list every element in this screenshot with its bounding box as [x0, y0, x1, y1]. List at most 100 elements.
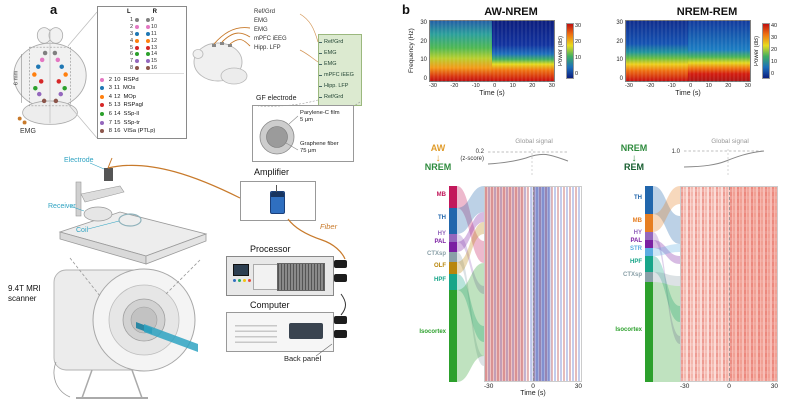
global-signal-trace [487, 149, 569, 177]
spectrogram-plot [429, 20, 555, 82]
transition-arrow-icon: ↓ [631, 152, 637, 164]
transition-line [729, 187, 730, 381]
state-to: REM [624, 161, 644, 172]
legend-map-row: 5 13 [129, 44, 158, 51]
electrode-dot [145, 38, 150, 43]
region-label: CTXsp [622, 272, 642, 278]
state-from: NREM [620, 143, 648, 153]
region-label: HY [437, 231, 446, 237]
panel-b-label: b [402, 2, 410, 17]
state-to: NREM [424, 161, 452, 172]
region-name: MOp [123, 93, 137, 100]
legend-left-header: L [126, 9, 131, 15]
region-label: MB [436, 192, 446, 198]
mouse-bed [144, 324, 198, 352]
legend-row: 5 13 RSPagl [100, 101, 184, 110]
region-name: RSPd [123, 76, 139, 83]
panel-a: a 6 mm EMG [8, 2, 362, 399]
computer-box [226, 312, 334, 352]
sankey-ribbons [457, 186, 484, 382]
region-label: MB [632, 218, 642, 224]
legend-row: 7 15 SSp-tr [100, 118, 184, 127]
state-transition: AW ↓ NREM [416, 138, 460, 186]
colorbar [762, 23, 770, 79]
region-color-dot [100, 112, 104, 117]
implant-wire-label: Hipp. LFP [254, 45, 281, 51]
implanted-brain-3d [192, 27, 251, 85]
processor-box [226, 256, 334, 296]
electrode-dot [134, 65, 139, 70]
time-axis-label: Time (s) [479, 90, 505, 97]
gf-electrode-title: GF electrode [256, 95, 297, 102]
state-transition: NREM ↓ REM [612, 138, 656, 186]
region-label: HY [633, 230, 642, 236]
legend-right-header: R [152, 9, 157, 15]
region-label: PAL [630, 238, 642, 244]
implant-wire-label: mPFC iEEG [254, 36, 287, 42]
spectrogram-plot [625, 20, 751, 82]
electrode-dot [145, 25, 150, 30]
fiber-label: Fiber [320, 222, 338, 231]
electrode-dot [145, 59, 150, 64]
global-signal-label: Global signal [515, 138, 553, 145]
legend-dot-map: 1 9 2 10 3 [100, 17, 184, 71]
region-label: HPF [434, 277, 446, 283]
cable-connector [334, 316, 347, 324]
region-label: STR [630, 246, 642, 252]
region-color-dot [100, 94, 104, 99]
emg-label: EMG [20, 128, 36, 135]
region-bar [645, 186, 653, 382]
processor-computer-cable [340, 293, 346, 316]
electrode-dot [145, 18, 150, 23]
computer-vents [235, 321, 277, 343]
processor-screen [233, 264, 249, 276]
legend-row: 3 11 MOs [100, 84, 184, 93]
amplifier-box [240, 181, 316, 221]
voxel-heatmap [484, 186, 582, 382]
region-label: TH [634, 195, 642, 201]
colorbar [566, 23, 574, 79]
transition-arrow-icon: ↓ [435, 152, 441, 164]
implant-wire-label: EMG [254, 27, 268, 33]
region-name: MOs [123, 85, 136, 92]
back-panel-label: Back panel [284, 354, 322, 363]
fiber-connector [334, 260, 347, 268]
electrode-dot [134, 38, 139, 43]
region-label: Isocortex [615, 327, 642, 333]
legend-map-row: 2 10 [129, 24, 158, 31]
region-label: Isocortex [419, 329, 446, 335]
strip-channel-label: EMG [319, 59, 361, 70]
region-label: PAL [434, 239, 446, 245]
electrode-dots [32, 50, 68, 104]
legend-map-row: 1 9 [129, 17, 155, 24]
animal-rig: Electrode Receiver Coil [48, 157, 208, 265]
electrode-dot [134, 25, 139, 30]
rig-receiver-label: Receiver [48, 203, 76, 210]
region-name: VISa (PTLp) [123, 128, 156, 135]
panel-a-label: a [50, 2, 58, 17]
strip-channel-label: mPFC iEEG [319, 70, 361, 81]
computer-slot [289, 323, 323, 339]
region-name: SSp-ll [123, 111, 139, 118]
electrode-dot [134, 59, 139, 64]
strip-channel-label: Hipp. LFP [319, 81, 361, 92]
region-bar [449, 186, 457, 382]
electrode-dot [134, 31, 139, 36]
graphene-fiber-crosssection [259, 115, 299, 155]
region-color-dot [100, 129, 104, 134]
strip-channel-label: EMG [319, 48, 361, 59]
electrode-dot [145, 45, 150, 50]
legend-row: 8 16 VISa (PTLp) [100, 127, 184, 136]
legend-map-row: 8 16 [129, 64, 158, 71]
sankey-aw-nrem: AW ↓ NREM Global signal 0.2 (z-score) [416, 138, 584, 397]
strip-channel-label: Ref/Grd [319, 37, 361, 48]
